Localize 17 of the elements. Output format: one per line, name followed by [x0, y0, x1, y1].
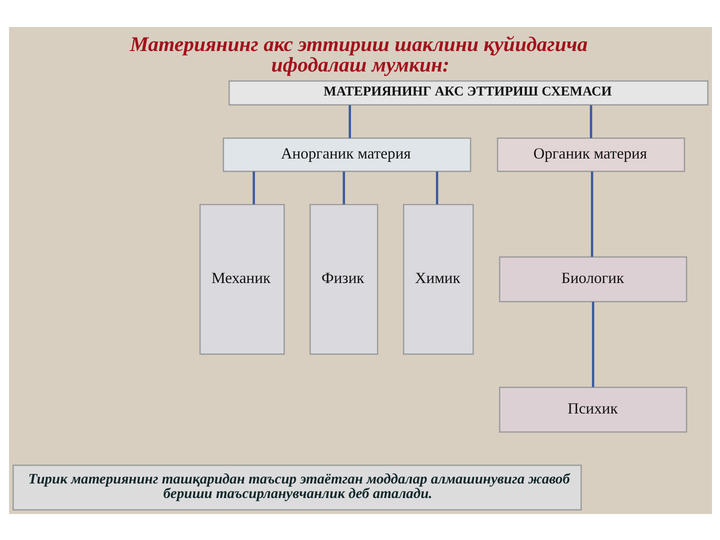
diagram-title: Материянинг акс эттириш шаклини қуйидагича ифодалаш мумкин: [129, 33, 588, 76]
connector [342, 171, 345, 204]
connector [589, 104, 592, 138]
node-box: Физик [309, 203, 378, 354]
connector [591, 301, 594, 387]
node-box: Тирик материянинг ташқаридан таъсир этаётган моддалар алмашинувига жавоб бериши таъсирланувчанлик деб аталади. [12, 464, 582, 510]
connector [252, 171, 254, 204]
node-box: Психик [498, 386, 687, 432]
node-box: Химик [402, 203, 474, 354]
node-box: Анорганик материя [222, 136, 471, 172]
node-box: Механик [198, 203, 284, 354]
connector [590, 171, 593, 256]
connector [435, 171, 438, 204]
node-box: Органик материя [496, 136, 685, 172]
node-box: МАТЕРИЯНИНГ АКС ЭТТИРИШ СХЕМАСИ [228, 80, 708, 105]
connector [348, 104, 350, 138]
node-box: Биологик [498, 256, 687, 302]
